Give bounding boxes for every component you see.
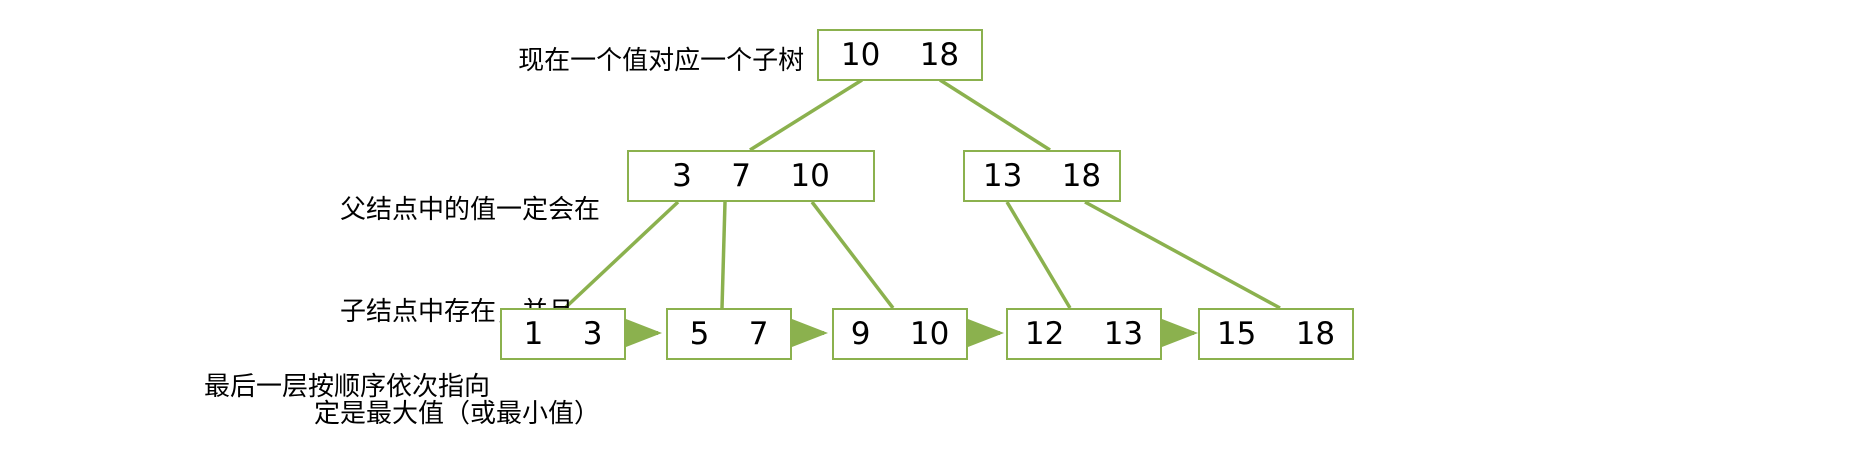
tree-node-internal-left-label: 3 7 10 xyxy=(672,158,830,194)
tree-node-leaf-5-label: 15 18 xyxy=(1216,316,1336,352)
annotation-title: 现在一个值对应一个子树 xyxy=(485,10,804,112)
annotation-parent-rule-line-3: 定是最大值（或最小值） xyxy=(313,399,600,429)
annotation-title-text: 现在一个值对应一个子树 xyxy=(518,46,805,76)
tree-node-leaf-2-label: 5 7 xyxy=(689,316,769,352)
tree-node-leaf-4-label: 12 13 xyxy=(1024,316,1144,352)
tree-node-leaf-5: 15 18 xyxy=(1198,308,1354,360)
tree-node-leaf-2: 5 7 xyxy=(666,308,792,360)
tree-node-internal-left: 3 7 10 xyxy=(627,150,875,202)
tree-node-internal-right: 13 18 xyxy=(963,150,1121,202)
tree-node-leaf-3: 9 10 xyxy=(832,308,968,360)
tree-node-leaf-3-label: 9 10 xyxy=(850,316,950,352)
annotation-leaf-chain: 最后一层按顺序依次指向 下一个结点，就像链表一样 xyxy=(140,302,490,450)
tree-node-leaf-1-label: 1 3 xyxy=(523,316,603,352)
tree-node-leaf-1: 1 3 xyxy=(500,308,626,360)
tree-node-root-label: 10 18 xyxy=(840,37,960,73)
tree-node-leaf-4: 12 13 xyxy=(1006,308,1162,360)
annotation-leaf-chain-line-1: 最后一层按顺序依次指向 xyxy=(203,372,490,402)
annotation-parent-rule-line-1: 父结点中的值一定会在 xyxy=(339,195,600,225)
tree-node-internal-right-label: 13 18 xyxy=(982,158,1102,194)
tree-node-root: 10 18 xyxy=(817,29,983,81)
